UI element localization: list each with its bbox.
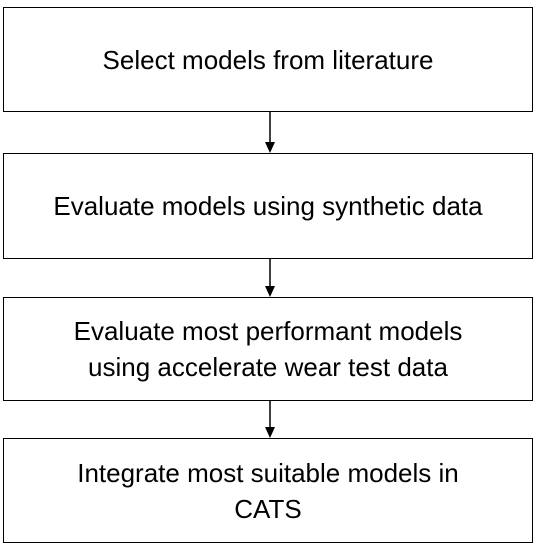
arrow-down-icon <box>265 401 275 438</box>
step-box-select-models: Select models from literature <box>3 7 533 112</box>
step-label: Evaluate most performant models using ac… <box>73 316 463 382</box>
arrow-down-connector <box>262 401 278 438</box>
step-box-integrate-cats: Integrate most suitable models in CATS <box>3 438 533 543</box>
step-box-evaluate-synthetic: Evaluate models using synthetic data <box>3 153 533 259</box>
arrow-down-connector <box>262 112 278 153</box>
step-box-evaluate-wear-test: Evaluate most performant models using ac… <box>3 297 533 401</box>
step-label: Select models from literature <box>102 44 434 75</box>
step-label: Integrate most suitable models in CATS <box>77 457 459 524</box>
arrow-down-icon <box>265 112 275 153</box>
step-label: Evaluate models using synthetic data <box>53 191 483 221</box>
arrow-down-icon <box>265 259 275 297</box>
arrow-down-connector <box>262 259 278 297</box>
